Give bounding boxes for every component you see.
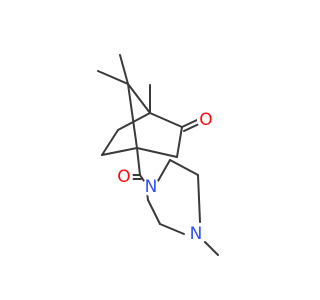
bond-c2-o-ketone-a	[181, 119, 198, 128]
nitrogen-amide-label: N	[145, 177, 158, 197]
bond-c4-camide	[136, 147, 141, 176]
nitrogen-methyl-atom: N	[187, 224, 205, 244]
bond-c1-c6	[117, 112, 151, 131]
bond-camide-n1	[139, 174, 145, 182]
bond-c5-c4	[101, 147, 138, 156]
bond-c7-methyl-b	[119, 54, 129, 85]
bond-c7-methyl-a	[97, 70, 129, 85]
bond-n2-cc	[159, 223, 185, 235]
oxygen-amide-atom: O	[115, 167, 133, 187]
oxygen-ketone-atom: O	[197, 110, 215, 130]
nitrogen-amide-atom: N	[142, 177, 160, 197]
bond-c7-c4	[127, 83, 138, 149]
nitrogen-methyl-label: N	[190, 224, 203, 244]
bond-cc-cd	[147, 199, 161, 225]
bond-c2-o-ketone-b	[183, 123, 200, 132]
oxygen-amide-label: O	[117, 167, 130, 187]
bond-ca-cb	[169, 159, 199, 176]
bond-c1-c2	[149, 112, 183, 128]
bond-cb-n2	[197, 174, 201, 223]
bond-c7-c1	[127, 83, 151, 114]
bond-c3-c4	[136, 147, 178, 158]
bond-n1-ca	[157, 159, 171, 182]
oxygen-ketone-label: O	[199, 110, 212, 130]
bond-c2-c3	[176, 126, 183, 158]
molecule-structure-diagram: O O N N	[97, 54, 219, 256]
atom-labels: O O N N	[115, 110, 215, 244]
bond-c6-c5	[101, 129, 119, 156]
bond-n2-methyl	[204, 241, 219, 256]
